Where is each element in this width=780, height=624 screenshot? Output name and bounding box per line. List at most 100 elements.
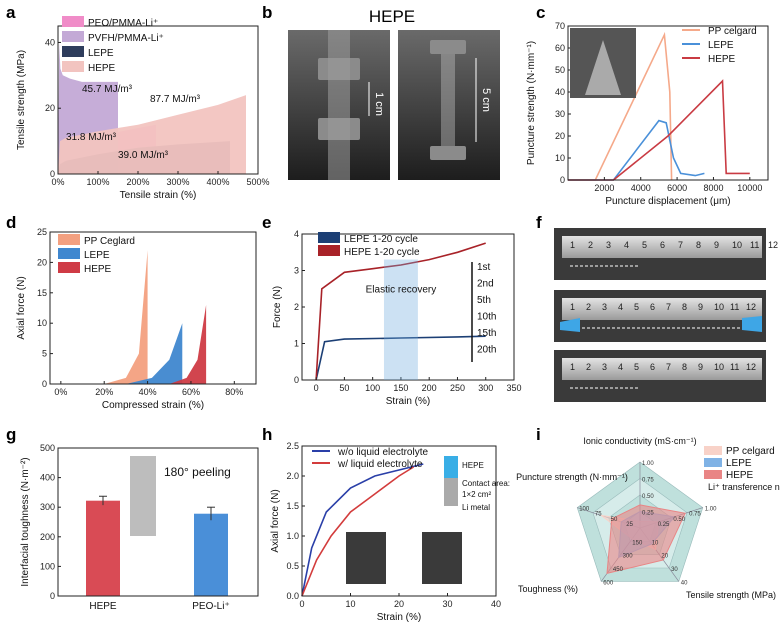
- ruler-num: 6: [650, 302, 655, 312]
- series-line-1: [315, 242, 486, 381]
- panel-label-e: e: [262, 213, 271, 232]
- x-tick-label: 80%: [225, 387, 243, 397]
- y-axis-label: Interfacial toughness (N·m⁻²): [20, 457, 31, 586]
- x-tick-label: 250: [450, 383, 465, 393]
- plot-frame: [57, 447, 259, 597]
- radar-tick: 75: [595, 512, 602, 518]
- y-tick-label: 20: [45, 103, 55, 113]
- annotation-0: 45.7 MJ/m³: [82, 84, 133, 95]
- y-tick-label: 50: [555, 65, 565, 75]
- y-tick-label: 20: [37, 257, 47, 267]
- series-line-1: [301, 466, 415, 597]
- legend-swatch-0: [318, 232, 340, 243]
- ruler-num: 1: [570, 240, 575, 250]
- x-tick-label: 300: [478, 383, 493, 393]
- x-tick-label: 10000: [737, 183, 762, 193]
- series-area-3: [58, 95, 246, 174]
- ruler-num: 10: [714, 362, 724, 372]
- ruler-num: 11: [730, 302, 739, 312]
- panel-label-g: g: [6, 425, 16, 444]
- inset-li-strip: [444, 478, 458, 506]
- annotation-2: 31.8 MJ/m³: [66, 132, 117, 143]
- x-tick-label: 40%: [139, 387, 157, 397]
- series-line-0: [315, 335, 486, 381]
- radar-axis-label-4: Puncture strength (N·mm⁻¹): [516, 472, 628, 482]
- legend-swatch-2: [58, 262, 80, 273]
- x-tick-label: 60%: [182, 387, 200, 397]
- y-axis-label: Force (N): [272, 286, 283, 328]
- photo-b-title: HEPE: [369, 7, 415, 26]
- radar-tick: 40: [681, 580, 688, 586]
- series-line-1: [568, 119, 705, 181]
- ruler-num: 6: [650, 362, 655, 372]
- cycle-label-5: 20th: [477, 345, 496, 356]
- plot-frame: [49, 231, 257, 385]
- legend-label-2: LEPE: [88, 48, 114, 59]
- legend-swatch-1: [704, 458, 722, 467]
- x-tick-label: 0: [299, 599, 304, 609]
- radar-tick: 0.75: [642, 478, 654, 484]
- cycle-label-1: 2nd: [477, 279, 494, 290]
- legend-label-1: w/ liquid electrolyte: [337, 459, 423, 470]
- legend-swatch-3: [62, 61, 84, 72]
- radar-tick: 10: [652, 540, 659, 546]
- ruler-num: 4: [618, 362, 623, 372]
- x-tick-label: 8000: [703, 183, 723, 193]
- series-line-0: [301, 463, 424, 597]
- y-axis-label: Tensile strength (MPa): [16, 50, 27, 150]
- radar-tick: 25: [626, 522, 633, 528]
- y-tick-label: 2.0: [286, 471, 299, 481]
- y-tick-label: 1: [294, 339, 299, 349]
- y-tick-label: 400: [40, 473, 55, 483]
- plot-frame: [57, 25, 259, 175]
- series-area-0: [60, 250, 148, 384]
- y-tick-label: 0: [560, 175, 565, 185]
- category-label-1: PEO-Li⁺: [192, 601, 230, 612]
- y-axis-label: Axial force (N): [16, 276, 27, 339]
- ruler-num: 5: [642, 240, 647, 250]
- legend-label-1: PVFH/PMMA-Li⁺: [88, 33, 164, 44]
- y-tick-label: 4: [294, 229, 299, 239]
- y-tick-label: 300: [40, 502, 55, 512]
- radar-tick: 450: [613, 567, 624, 573]
- legend-swatch-1: [58, 248, 80, 259]
- elastic-recovery-region: [383, 259, 418, 380]
- annotation-elastic: Elastic recovery: [366, 284, 437, 295]
- ruler-num: 2: [588, 240, 593, 250]
- panel-label-b: b: [262, 3, 272, 22]
- ruler-num: 11: [730, 362, 739, 372]
- series-area-2: [60, 305, 207, 384]
- inset-annotation-3: Li metal: [462, 503, 490, 512]
- ruler-num: 8: [696, 240, 701, 250]
- ruler-num: 5: [634, 302, 639, 312]
- legend-label-2: HEPE: [84, 264, 112, 275]
- legend-swatch-0: [62, 16, 84, 27]
- y-tick-label: 20: [555, 131, 565, 141]
- x-axis-label: Compressed strain (%): [102, 400, 204, 411]
- y-tick-label: 40: [555, 87, 565, 97]
- legend-label-0: PP celgard: [726, 446, 775, 457]
- legend-label-1: LEPE: [726, 458, 752, 469]
- x-tick-label: 350: [506, 383, 521, 393]
- radar-tick: 20: [661, 554, 668, 560]
- y-axis-label: Axial force (N): [270, 489, 281, 552]
- y-tick-label: 60: [555, 43, 565, 53]
- ruler-num: 7: [666, 302, 671, 312]
- x-tick-label: 400%: [206, 177, 229, 187]
- x-tick-label: 100: [365, 383, 380, 393]
- radar-tick: 30: [671, 567, 678, 573]
- panel-label-i: i: [536, 425, 541, 444]
- legend-swatch-0: [704, 446, 722, 455]
- panel-label-a: a: [6, 3, 16, 22]
- x-tick-label: 4000: [631, 183, 651, 193]
- ruler-num: 3: [602, 302, 607, 312]
- ruler-num: 7: [678, 240, 683, 250]
- radar-tick: 0.50: [642, 494, 654, 500]
- ruler-num: 8: [682, 362, 687, 372]
- x-tick-label: 30: [442, 599, 452, 609]
- series-area-1: [60, 323, 183, 384]
- legend-label-0: PP Ceglard: [84, 236, 135, 247]
- x-tick-label: 0%: [51, 177, 64, 187]
